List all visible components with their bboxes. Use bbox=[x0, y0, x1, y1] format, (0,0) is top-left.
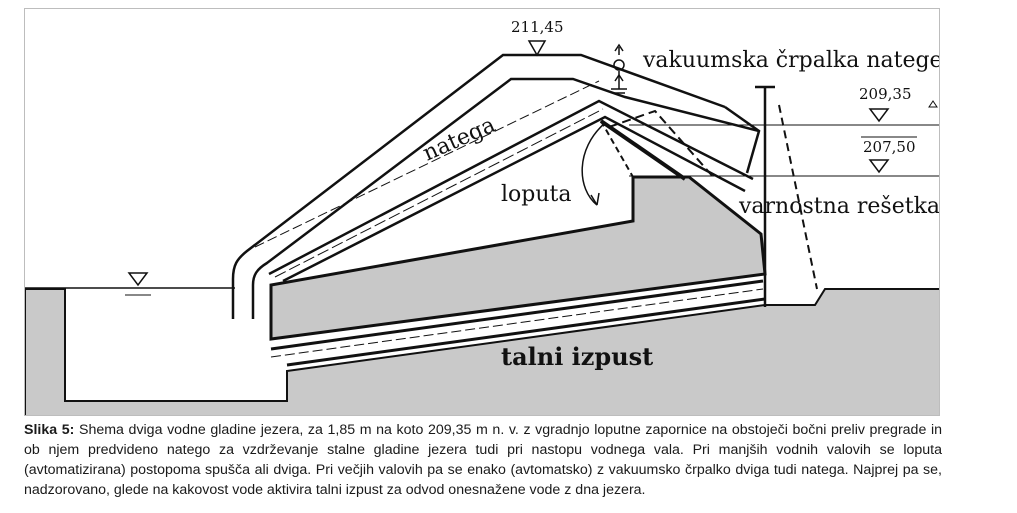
caption-label: Slika 5: bbox=[24, 422, 75, 438]
crest-marker bbox=[527, 40, 547, 57]
ground bbox=[25, 288, 939, 415]
crest-elevation-label: 211,45 bbox=[511, 18, 564, 36]
target-level-marker bbox=[865, 108, 891, 126]
diagram-svg: 211,45 209,35 207,50 vakuumska črpalka n… bbox=[25, 18, 940, 415]
flap-gate-label: loputa bbox=[501, 182, 572, 207]
safety-grate bbox=[755, 85, 818, 307]
current-level-marker bbox=[861, 136, 917, 174]
bottom-outlet-pipe bbox=[270, 279, 766, 367]
safety-grate-label: varnostna rešetka bbox=[738, 194, 940, 219]
caption-text: Shema dviga vodne gladine jezera, za 1,8… bbox=[24, 422, 942, 498]
target-level-label: 209,35 bbox=[859, 85, 912, 103]
diagram-figure: 211,45 209,35 207,50 vakuumska črpalka n… bbox=[24, 8, 940, 416]
spillway-concrete bbox=[269, 175, 767, 341]
vacuum-pump-icon bbox=[611, 43, 627, 94]
siphon-pipe bbox=[231, 53, 761, 319]
current-level-label: 207,50 bbox=[863, 138, 916, 156]
vacuum-pump-label: vakuumska črpalka natege bbox=[642, 48, 940, 73]
flap-gate bbox=[581, 109, 716, 206]
reservoir-level-marker bbox=[125, 272, 151, 296]
bottom-outlet-label: talni izpust bbox=[501, 342, 653, 371]
figure-caption: Slika 5: Shema dviga vodne gladine jezer… bbox=[24, 420, 942, 500]
